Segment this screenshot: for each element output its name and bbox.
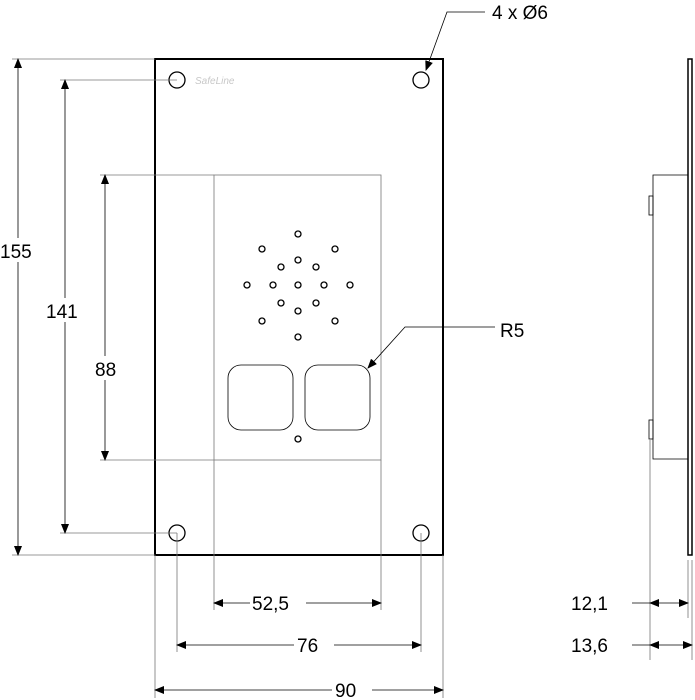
mounting-hole bbox=[412, 71, 430, 89]
dim-90: 90 bbox=[154, 555, 444, 700]
speaker-hole bbox=[277, 299, 285, 307]
dim-label: 52,5 bbox=[252, 594, 289, 615]
dim-141: 141 bbox=[45, 79, 177, 534]
speaker-hole bbox=[243, 281, 251, 289]
dim-label: 12,1 bbox=[571, 594, 608, 615]
dim-label: 13,6 bbox=[571, 636, 608, 657]
dim-52-5: 52,5 bbox=[213, 460, 382, 615]
button-right bbox=[304, 364, 371, 431]
speaker-grille bbox=[243, 230, 354, 341]
speaker-hole bbox=[294, 307, 302, 315]
speaker-hole bbox=[320, 281, 328, 289]
callout-label: R5 bbox=[500, 321, 524, 342]
speaker-hole bbox=[294, 256, 302, 264]
dim-label: 88 bbox=[95, 360, 116, 381]
speaker-hole bbox=[346, 281, 354, 289]
dim-76: 76 bbox=[176, 533, 422, 657]
speaker-hole bbox=[277, 263, 285, 271]
side-view bbox=[648, 58, 693, 660]
speaker-hole bbox=[294, 230, 302, 238]
dim-label: 76 bbox=[297, 636, 318, 657]
speaker-hole bbox=[269, 281, 277, 289]
dim-88: 88 bbox=[93, 174, 214, 461]
dim-label: 141 bbox=[46, 302, 78, 323]
logo: SafeLine bbox=[195, 76, 235, 87]
speaker-hole bbox=[312, 263, 320, 271]
faceplate-outline bbox=[154, 58, 444, 556]
side-faceplate bbox=[687, 58, 693, 556]
speaker-hole bbox=[294, 333, 302, 341]
front-view: SafeLine bbox=[154, 58, 444, 556]
dim-label: 90 bbox=[335, 681, 356, 700]
dim-13-6: 13,6 bbox=[571, 636, 693, 657]
callout-radius: R5 bbox=[367, 321, 524, 369]
indicator-hole bbox=[294, 435, 302, 443]
dim-12-1: 12,1 bbox=[571, 594, 689, 615]
speaker-hole bbox=[258, 317, 266, 325]
speaker-hole bbox=[294, 281, 302, 289]
dim-155: 155 bbox=[0, 58, 155, 556]
speaker-hole bbox=[331, 245, 339, 253]
dim-label: 155 bbox=[0, 242, 32, 263]
callout-holes: 4 x Ø6 bbox=[425, 3, 548, 71]
button-left bbox=[227, 364, 294, 431]
callout-label: 4 x Ø6 bbox=[492, 3, 548, 24]
speaker-hole bbox=[312, 299, 320, 307]
inner-panel bbox=[213, 174, 382, 461]
speaker-hole bbox=[258, 245, 266, 253]
speaker-hole bbox=[331, 317, 339, 325]
